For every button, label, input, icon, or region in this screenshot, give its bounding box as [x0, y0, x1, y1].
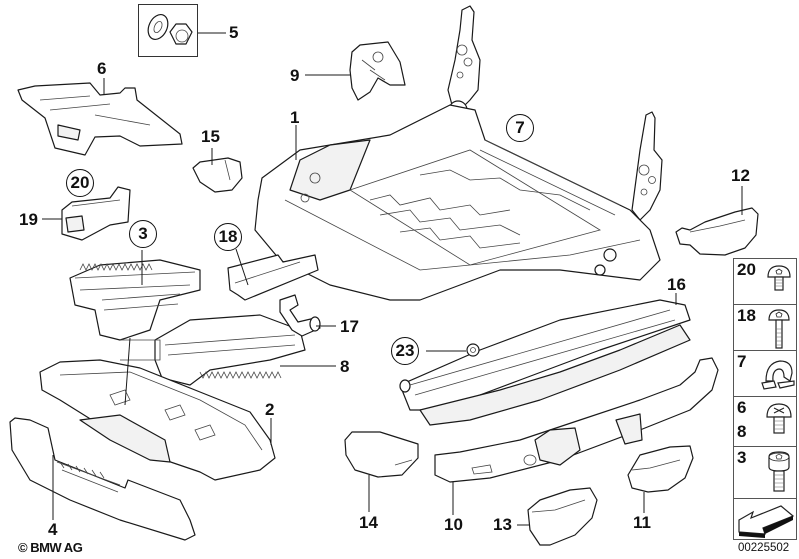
callout-13[interactable]: 13: [493, 515, 512, 534]
part-9-hinge-cover[interactable]: [349, 41, 406, 101]
part-19-connector-holder[interactable]: [61, 186, 131, 241]
part-1-hinge-plate-right[interactable]: [631, 111, 663, 221]
callout-8[interactable]: 8: [340, 357, 350, 376]
document-number: 00225502: [738, 542, 790, 554]
callout-1[interactable]: 1: [290, 108, 300, 127]
callout-11[interactable]: 11: [633, 513, 651, 532]
torx-button-head-screw-long-icon: [768, 309, 790, 349]
copyright-notice: © BMW AG: [18, 540, 83, 555]
callout-12[interactable]: 12: [731, 166, 750, 185]
part-17-holder-clip[interactable]: [279, 294, 321, 337]
callout-4[interactable]: 4: [48, 520, 58, 539]
callout-7-circled[interactable]: 7: [506, 114, 534, 142]
part-6-mounting-bracket[interactable]: [17, 82, 183, 156]
legend-row-6-8[interactable]: 6 8: [733, 396, 797, 446]
part-15-switch-knob[interactable]: [192, 157, 243, 193]
part-2-seat-pan-carrier[interactable]: [39, 359, 276, 481]
torx-cylinder-head-screw-icon: [768, 451, 790, 492]
callout-3-circled[interactable]: 3: [129, 220, 157, 248]
part-12-hinge-cover[interactable]: [675, 207, 759, 256]
callout-2[interactable]: 2: [265, 400, 275, 419]
callout-18-circled[interactable]: 18: [214, 223, 242, 251]
phillips-pan-head-screw-icon: [766, 403, 792, 434]
callout-6[interactable]: 6: [97, 59, 107, 78]
direction-of-travel-arrow-icon: [738, 505, 795, 538]
callout-23-circled[interactable]: 23: [391, 337, 419, 365]
part-23-pivot-bolt[interactable]: [466, 343, 480, 357]
part-10-side-trim-panel[interactable]: [434, 357, 719, 483]
part-4-front-trim-panel[interactable]: [9, 417, 196, 541]
part-13-adjustment-knob[interactable]: [527, 487, 598, 546]
legend-row-3[interactable]: 3: [733, 446, 797, 498]
callout-17[interactable]: 17: [340, 317, 359, 336]
callout-5[interactable]: 5: [229, 23, 239, 42]
callout-20-circled[interactable]: 20: [66, 169, 94, 197]
part-14-adjustment-knob[interactable]: [344, 431, 419, 478]
legend-row-7[interactable]: 7: [733, 350, 797, 396]
part-8-spring-element[interactable]: [120, 314, 306, 386]
kit-box-part-5: [138, 4, 198, 57]
part-1-seat-frame[interactable]: [254, 104, 661, 301]
callout-14[interactable]: 14: [359, 513, 378, 532]
legend-row-20[interactable]: 20: [733, 258, 797, 304]
legend-row-18[interactable]: 18: [733, 304, 797, 350]
torx-button-head-screw-short-icon: [767, 265, 791, 291]
part-3-spring-element[interactable]: [69, 259, 201, 341]
cable-clip-icon: [761, 360, 795, 390]
callout-10[interactable]: 10: [444, 515, 463, 534]
part-11-adjustment-knob[interactable]: [627, 445, 694, 493]
callout-16[interactable]: 16: [667, 275, 686, 294]
leader-lines: [42, 32, 743, 526]
callout-9[interactable]: 9: [290, 66, 300, 85]
legend-row-direction[interactable]: [733, 498, 797, 540]
part-1-hinge-plate-left[interactable]: [447, 5, 481, 120]
callout-19[interactable]: 19: [19, 210, 38, 229]
part-18-rail-bracket[interactable]: [227, 254, 319, 301]
part-16-rail-cover[interactable]: [399, 299, 691, 426]
callout-15[interactable]: 15: [201, 127, 220, 146]
part-5-washer-nut[interactable]: [144, 11, 193, 45]
